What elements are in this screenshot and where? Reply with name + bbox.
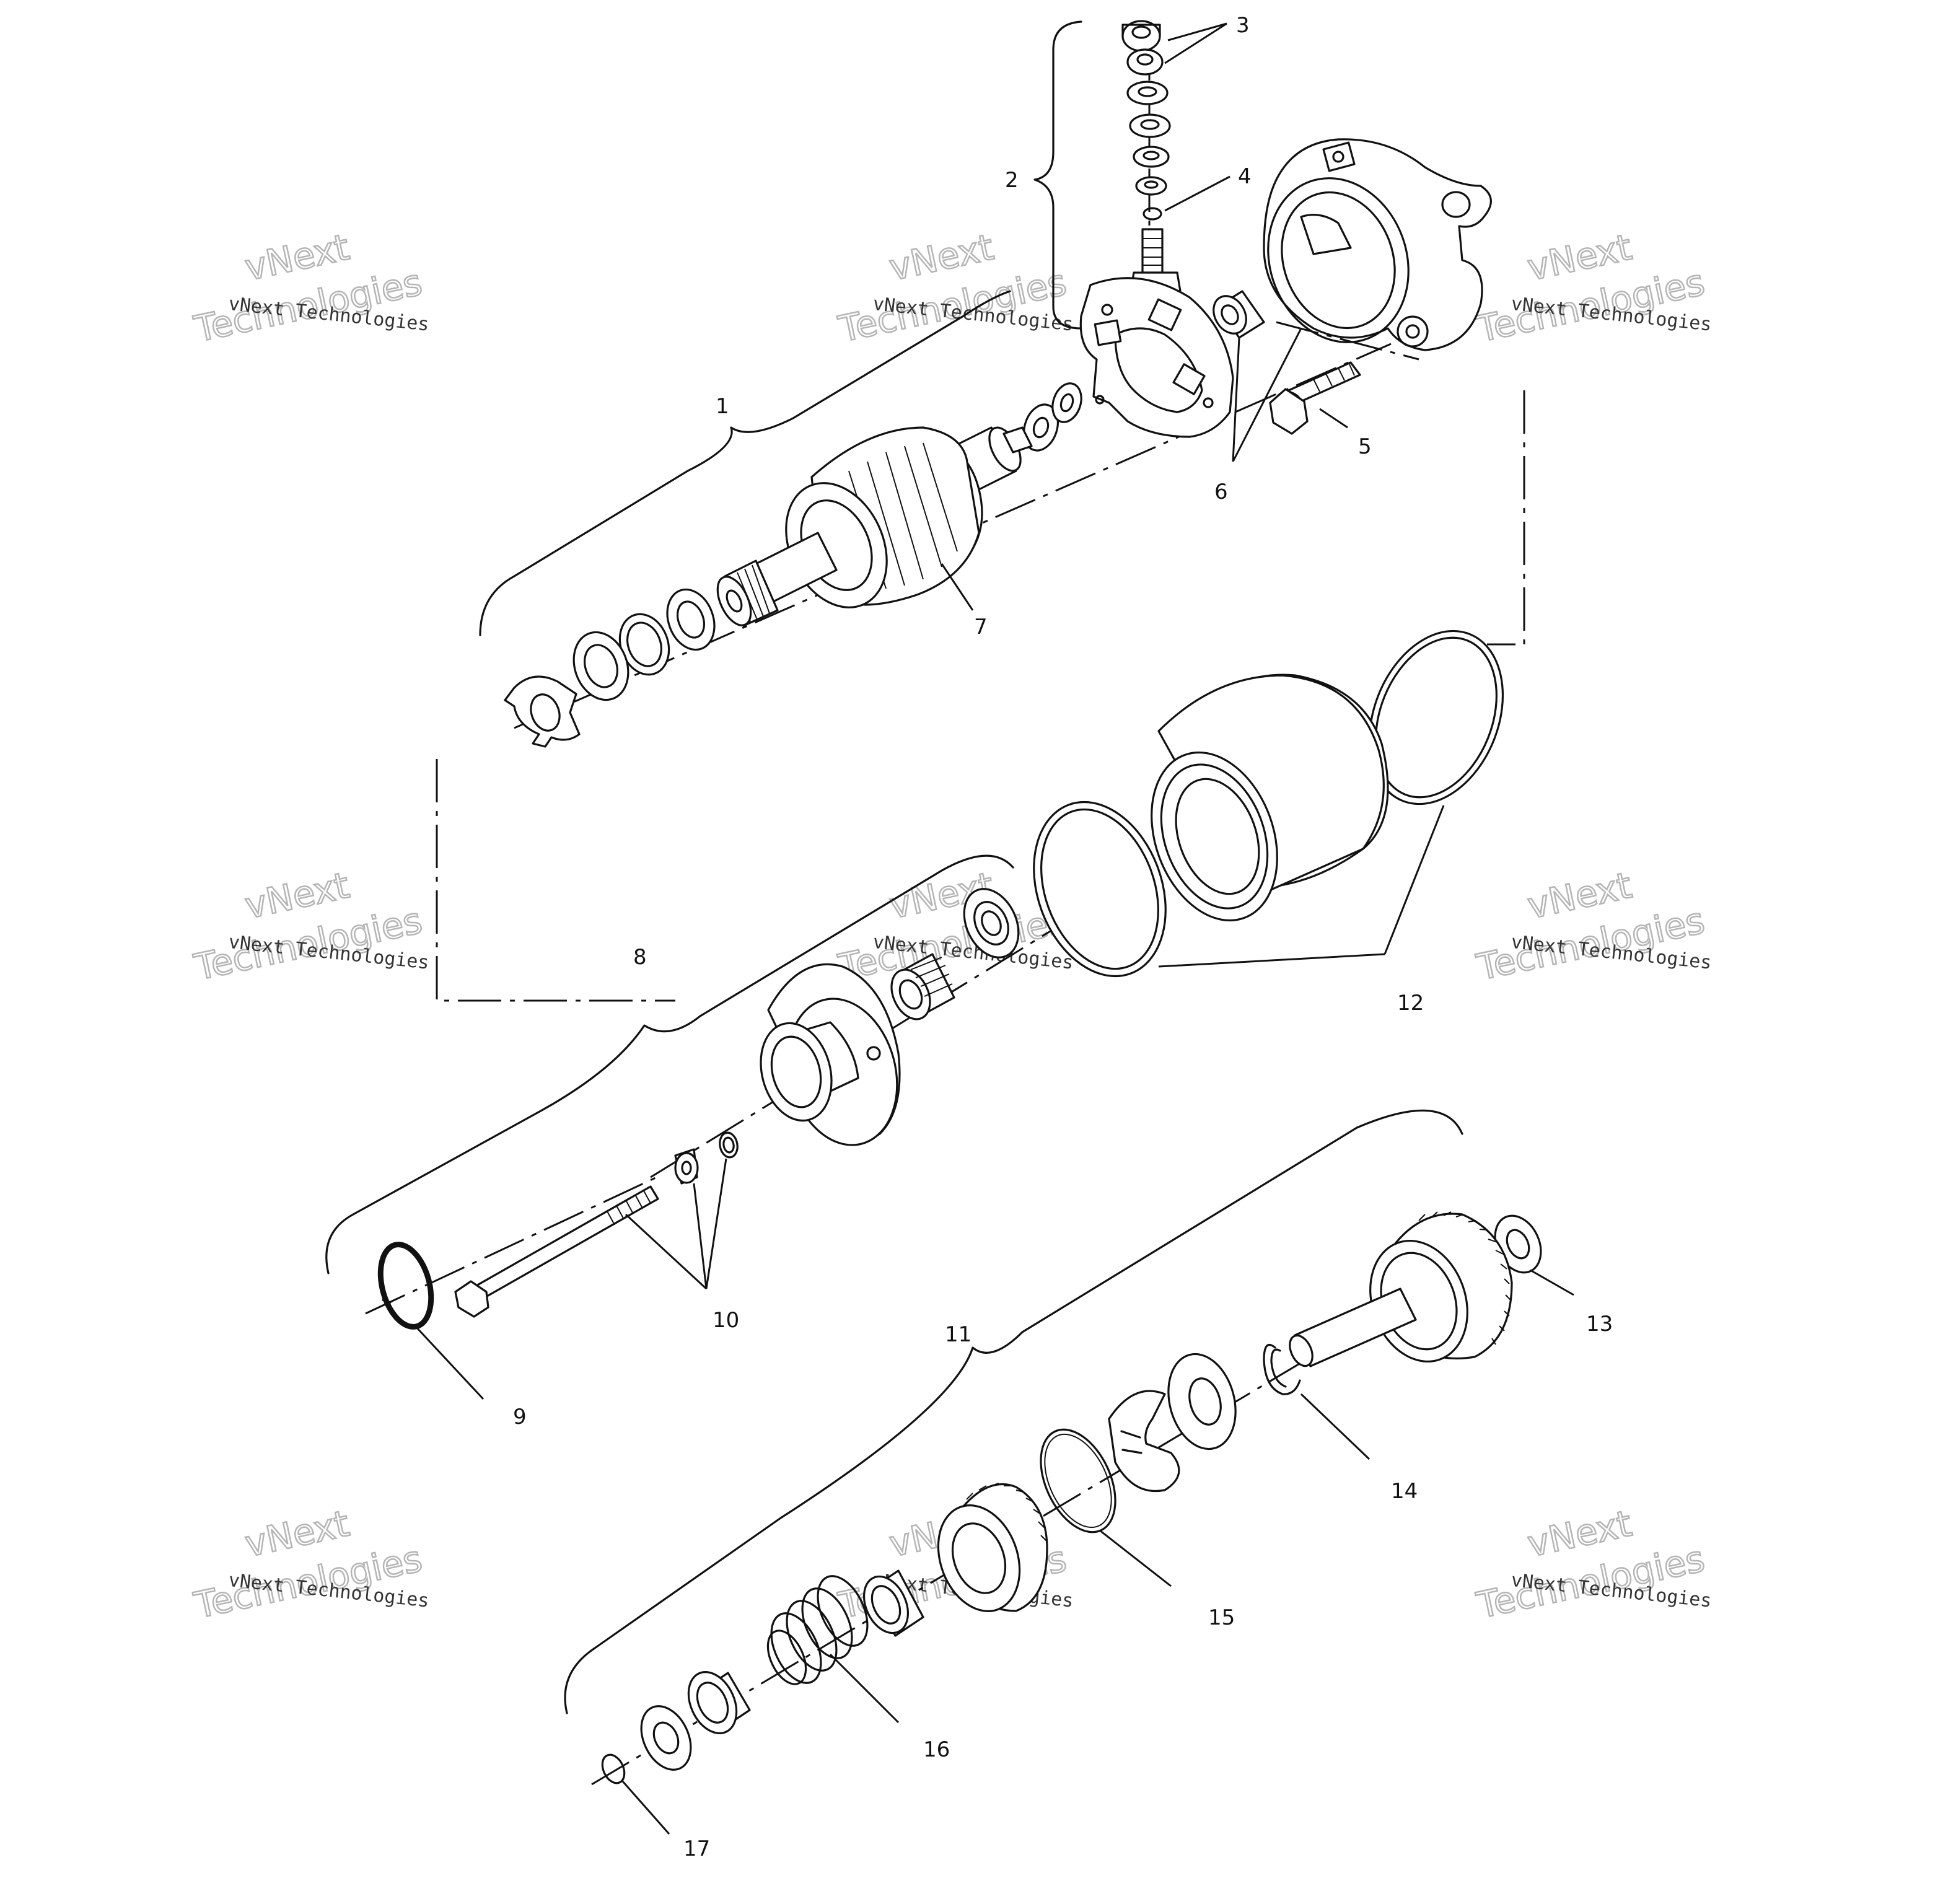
- through-bolt-5: [1269, 361, 1361, 435]
- terminal-bolt: [1141, 228, 1164, 274]
- end-cover-6: [1213, 138, 1492, 351]
- o-ring-front: [1033, 801, 1167, 978]
- pinion-shaft-assembly-13: [1289, 1211, 1542, 1367]
- snap-ring-17: [601, 1753, 626, 1784]
- callout-14: 14: [1391, 1479, 1418, 1504]
- watermark: vNext Technologies vNext Technologies: [1472, 225, 1713, 351]
- bracket-11: [564, 1109, 1463, 1714]
- armature-end-washers: [1023, 382, 1082, 452]
- leader-17: [621, 1781, 670, 1835]
- leader-16: [829, 1653, 900, 1724]
- leader-12: [1158, 805, 1445, 968]
- callout-5: 5: [1358, 434, 1372, 459]
- watermark: vNext Technologies vNext Technologies: [834, 225, 1074, 351]
- watermark: vNext Technologies vNext Technologies: [1472, 863, 1713, 989]
- armature-7: [716, 426, 1033, 627]
- clutch-segment: [1108, 1390, 1180, 1493]
- watermark: vNext Technologies vNext Technologies: [190, 225, 430, 351]
- bolt-axis-line: [365, 1176, 657, 1315]
- callout-labels: 1 2 3 4 5 6 7 8 9 10 11 12 13 14 15 16 1…: [513, 13, 1613, 1861]
- callout-1: 1: [716, 394, 729, 419]
- spring-retainer: [640, 1671, 751, 1771]
- terminal-nut-washer-stack: [1121, 20, 1171, 196]
- leader-15: [1099, 1529, 1172, 1587]
- callout-3: 3: [1236, 13, 1250, 38]
- watermark: vNext Technologies vNext Technologies: [1472, 1501, 1713, 1627]
- nut-top: [1121, 20, 1161, 52]
- washer-4: [1135, 176, 1167, 196]
- group-brackets: [325, 20, 1463, 1714]
- left-box-line: [436, 759, 675, 1002]
- washer-3: [1133, 146, 1170, 168]
- leader-10: [625, 1158, 727, 1290]
- watermark: vNext Technologies vNext Technologies: [190, 1501, 430, 1627]
- parts: [377, 20, 1542, 1784]
- nut-second: [1126, 48, 1164, 76]
- callout-2: 2: [1005, 168, 1019, 193]
- washer: [1023, 403, 1059, 452]
- callout-9: 9: [513, 1405, 527, 1429]
- snap-ring-9: [377, 1242, 434, 1330]
- leader-6: [1232, 328, 1302, 462]
- bracket-8: [325, 854, 1014, 1274]
- callout-6: 6: [1214, 480, 1228, 504]
- spring-16: [766, 1575, 869, 1685]
- long-bolt-10: [454, 1185, 659, 1318]
- armature-thrust-washers: [572, 588, 716, 701]
- washer-large: [1167, 1353, 1237, 1450]
- watermarks: vNext Technologies vNext Technologies vN…: [190, 225, 1713, 1627]
- leader-4: [1164, 175, 1230, 212]
- bearings: [890, 888, 1020, 1020]
- bracket-2: [1033, 20, 1082, 330]
- washer-2: [1129, 113, 1171, 138]
- leader-lines: [414, 22, 1574, 1835]
- yoke-box-line: [1487, 390, 1525, 646]
- commutator-end-housing: [1263, 138, 1492, 351]
- callout-10: 10: [713, 1308, 739, 1333]
- washer-1: [1126, 81, 1169, 105]
- washer: [666, 588, 716, 651]
- pinion-gear: [937, 1483, 1048, 1612]
- leader-9: [414, 1325, 485, 1400]
- brush-plate: [1079, 277, 1234, 438]
- leader-14: [1300, 1393, 1371, 1460]
- small-washers-10: [674, 1131, 739, 1185]
- callout-11: 11: [945, 1322, 972, 1347]
- watermark: vNext Technologies vNext Technologies: [190, 863, 430, 989]
- callout-4: 4: [1238, 164, 1252, 189]
- stop-collar: [640, 1705, 692, 1771]
- washer: [1051, 382, 1082, 423]
- callout-8: 8: [633, 945, 647, 970]
- callout-15: 15: [1208, 1605, 1235, 1630]
- lock-plate: [504, 675, 581, 748]
- drive-housing-8: [760, 963, 901, 1146]
- yoke-12: [1033, 630, 1504, 978]
- brush-holder-assembly: [1079, 228, 1234, 438]
- snap-ring-14: [1263, 1344, 1301, 1395]
- leader-5: [1319, 408, 1348, 429]
- callout-7: 7: [974, 615, 988, 639]
- callout-13: 13: [1586, 1312, 1613, 1336]
- o-ring-rear: [1368, 630, 1504, 805]
- bracket-1: [479, 290, 1011, 636]
- callout-16: 16: [923, 1737, 950, 1762]
- circlip-15: [1040, 1428, 1116, 1533]
- leader-7: [941, 563, 974, 611]
- sleeve: [863, 1569, 924, 1637]
- leader-3: [1164, 22, 1227, 64]
- callout-17: 17: [683, 1836, 710, 1861]
- leader-13: [1530, 1269, 1574, 1296]
- callout-12: 12: [1397, 991, 1424, 1016]
- clutch-washers: [1108, 1353, 1237, 1493]
- o-ring-4: [1143, 207, 1162, 221]
